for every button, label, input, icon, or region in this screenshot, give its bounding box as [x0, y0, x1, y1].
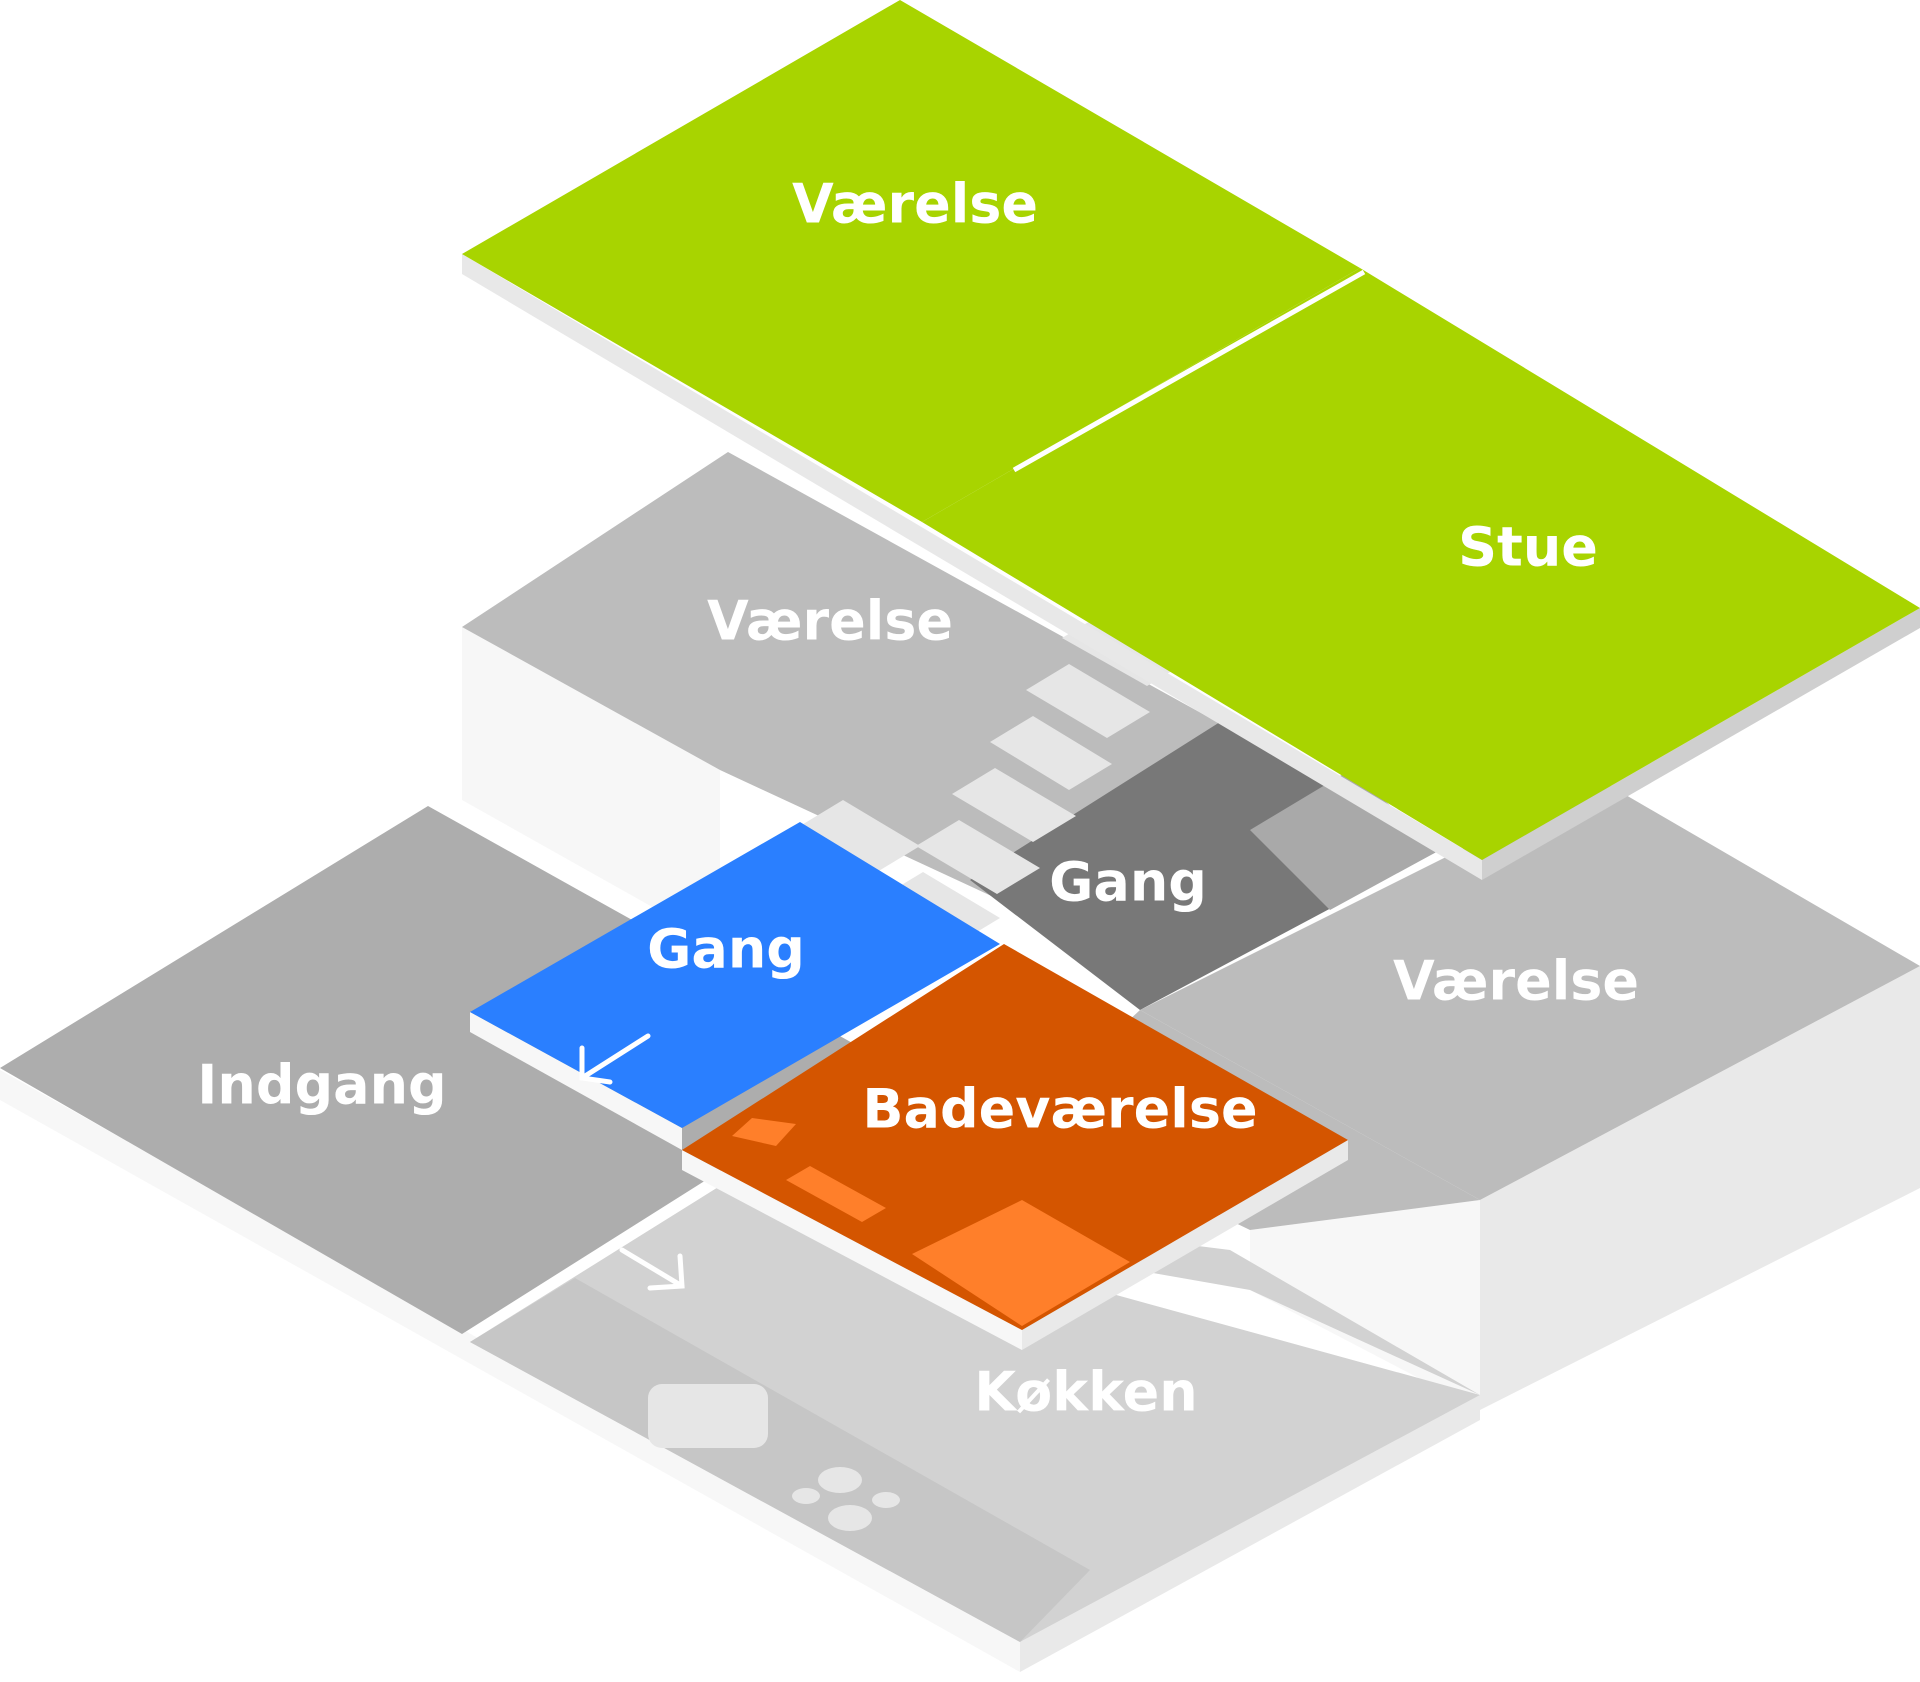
room-mid-vaerelse[interactable] [462, 452, 1250, 900]
room-right-vaerelse[interactable] [1140, 780, 1920, 1200]
arrow-down-right-icon [619, 1247, 685, 1291]
stove-burners-icon [792, 1467, 900, 1531]
burner [828, 1505, 872, 1531]
stair-step [916, 820, 1040, 894]
room-stue[interactable] [922, 268, 1920, 860]
arrow-down-left-icon [579, 1033, 651, 1085]
stair-step [800, 800, 920, 872]
room-divider [1012, 269, 1366, 473]
label-stue: Stue [1458, 516, 1598, 579]
burner [872, 1492, 900, 1508]
bath-side [682, 1150, 1022, 1350]
front-wall-right [1020, 1395, 1480, 1672]
stair-step [1026, 664, 1150, 738]
bathtub-icon [912, 1200, 1130, 1326]
room-gang-blue[interactable] [470, 822, 1000, 1128]
kitchen-sink [648, 1384, 768, 1448]
label-kokken: Køkken [974, 1361, 1197, 1424]
label-upper-vaerelse: Værelse [792, 173, 1038, 236]
right-outer-wall [1480, 966, 1920, 1410]
room-indgang[interactable] [0, 806, 890, 1334]
label-gang-dark: Gang [1049, 851, 1207, 914]
upper-side-left [462, 254, 1482, 880]
room-kokken[interactable] [470, 1186, 1480, 1642]
toilet-icon [732, 1118, 796, 1146]
label-gang-blue: Gang [647, 918, 805, 981]
room-labels: Værelse Stue Værelse Gang Værelse Gang I… [197, 173, 1639, 1424]
stair-step [952, 768, 1076, 842]
stair-step [990, 716, 1112, 790]
label-badevaerelse: Badeværelse [862, 1078, 1257, 1141]
mid-level [462, 452, 1440, 1010]
room-gang-dark-light [1250, 770, 1440, 910]
right-inner-wall [1250, 1200, 1480, 1410]
burner [818, 1467, 862, 1493]
kitchen-sink-icon [786, 1166, 886, 1222]
kitchen-counter [470, 1278, 1090, 1642]
room-badevaerelse[interactable] [682, 944, 1348, 1330]
front-wall [0, 1070, 1020, 1672]
bathroom [682, 944, 1348, 1350]
label-mid-vaerelse: Værelse [707, 590, 953, 653]
left-wall [462, 627, 720, 945]
room-kokken-upper[interactable] [575, 1186, 1480, 1395]
label-indgang: Indgang [197, 1054, 446, 1117]
upper-floor [462, 0, 1920, 880]
blue-gang [470, 822, 1000, 1150]
upper-side-right [1482, 608, 1920, 880]
label-right-vaerelse: Værelse [1393, 950, 1639, 1013]
burner [792, 1488, 820, 1504]
bath-side-right [1022, 1140, 1348, 1350]
room-upper-vaerelse[interactable] [462, 0, 1360, 522]
ground-floor-walls [0, 627, 1920, 1672]
gang-blue-side [470, 1012, 682, 1150]
